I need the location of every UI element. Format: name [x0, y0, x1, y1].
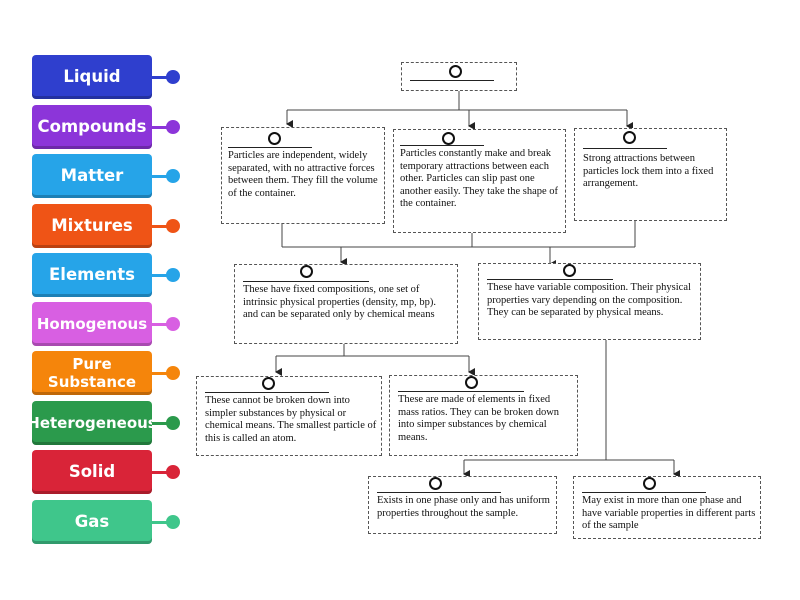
box-text-gas: Particles are independent, widely separa… — [228, 150, 378, 199]
box-text-homogeneous: Exists in one phase only and has uniform… — [377, 495, 550, 519]
label-liquid[interactable]: Liquid — [32, 55, 152, 99]
connector-line — [152, 274, 172, 277]
diagram-box-compounds: These are made of elements in fixed mass… — [389, 375, 578, 456]
connector-dot[interactable] — [166, 515, 180, 529]
label-elements[interactable]: Elements — [32, 253, 152, 297]
connector-line — [152, 323, 172, 326]
label-mixtures[interactable]: Mixtures — [32, 204, 152, 248]
label-homogenous[interactable]: Homogenous — [32, 302, 152, 346]
connector-line — [152, 76, 172, 79]
diagram-box-elements: These cannot be broken down into simpler… — [196, 376, 382, 456]
diagram-box-mixtures: These have variable composition. Their p… — [478, 263, 701, 340]
diagram-box-solid: Strong attractions between particles loc… — [574, 128, 727, 221]
connector-line — [152, 471, 172, 474]
connector-dot[interactable] — [166, 120, 180, 134]
drop-target[interactable] — [442, 132, 455, 145]
connector-dot[interactable] — [166, 70, 180, 84]
box-text-heterogeneous: May exist in more than one phase and hav… — [582, 495, 756, 531]
box-text-elements: These cannot be broken down into simpler… — [205, 395, 377, 444]
diagram-box-heterogeneous: May exist in more than one phase and hav… — [573, 476, 761, 539]
diagram-box-homogeneous: Exists in one phase only and has uniform… — [368, 476, 557, 534]
connector-line — [152, 175, 172, 178]
answer-blank — [243, 281, 369, 282]
answer-blank — [377, 492, 501, 493]
drop-target[interactable] — [300, 265, 313, 278]
connector-dot[interactable] — [166, 366, 180, 380]
answer-blank — [583, 148, 667, 149]
diagram-box-gas: Particles are independent, widely separa… — [221, 127, 385, 224]
connector-line — [152, 422, 172, 425]
drop-target[interactable] — [268, 132, 281, 145]
connector-dot[interactable] — [166, 317, 180, 331]
answer-blank — [400, 145, 484, 146]
drop-target[interactable] — [262, 377, 275, 390]
answer-blank — [228, 147, 312, 148]
answer-blank — [398, 391, 524, 392]
drop-target[interactable] — [563, 264, 576, 277]
label-matter[interactable]: Matter — [32, 154, 152, 198]
connector-dot[interactable] — [166, 416, 180, 430]
diagram-box-top — [401, 62, 517, 91]
connector-dot[interactable] — [166, 268, 180, 282]
box-text-liquid: Particles constantly make and break temp… — [400, 148, 559, 209]
label-gas[interactable]: Gas — [32, 500, 152, 544]
box-text-compounds: These are made of elements in fixed mass… — [398, 394, 560, 443]
connector-dot[interactable] — [166, 465, 180, 479]
drop-target[interactable] — [623, 131, 636, 144]
connector-dot[interactable] — [166, 169, 180, 183]
answer-blank — [205, 392, 329, 393]
connector-line — [152, 126, 172, 129]
connector-line — [152, 225, 172, 228]
connector-line — [152, 372, 172, 375]
label-pure-substance[interactable]: Pure Substance — [32, 351, 152, 395]
answer-blank — [487, 279, 613, 280]
answer-blank — [582, 492, 706, 493]
box-text-mixtures: These have variable composition. Their p… — [487, 282, 691, 318]
drop-target[interactable] — [643, 477, 656, 490]
box-text-pure-substance: These have fixed compositions, one set o… — [243, 284, 436, 320]
drop-target[interactable] — [465, 376, 478, 389]
drop-target[interactable] — [429, 477, 442, 490]
diagram-box-liquid: Particles constantly make and break temp… — [393, 129, 566, 233]
drop-target[interactable] — [449, 65, 462, 78]
answer-blank — [410, 80, 494, 81]
connector-line — [152, 521, 172, 524]
label-compounds[interactable]: Compounds — [32, 105, 152, 149]
label-heterogeneous[interactable]: Heterogeneous — [27, 401, 157, 445]
connector-dot[interactable] — [166, 219, 180, 233]
diagram-box-pure-substance: These have fixed compositions, one set o… — [234, 264, 458, 344]
label-solid[interactable]: Solid — [32, 450, 152, 494]
box-text-solid: Strong attractions between particles loc… — [583, 153, 714, 189]
